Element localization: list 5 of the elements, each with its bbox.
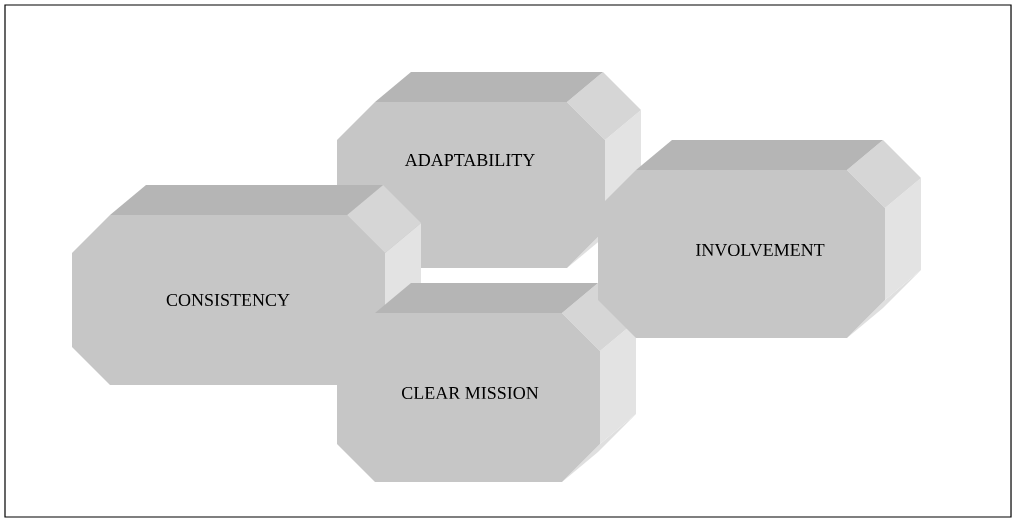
node-label: CLEAR MISSION xyxy=(401,386,539,400)
octagon-block: INVOLVEMENT xyxy=(598,140,921,338)
node-label: CONSISTENCY xyxy=(166,293,290,307)
octagon-block: CLEAR MISSION xyxy=(337,283,636,482)
octagon-block: CONSISTENCY xyxy=(72,185,421,385)
